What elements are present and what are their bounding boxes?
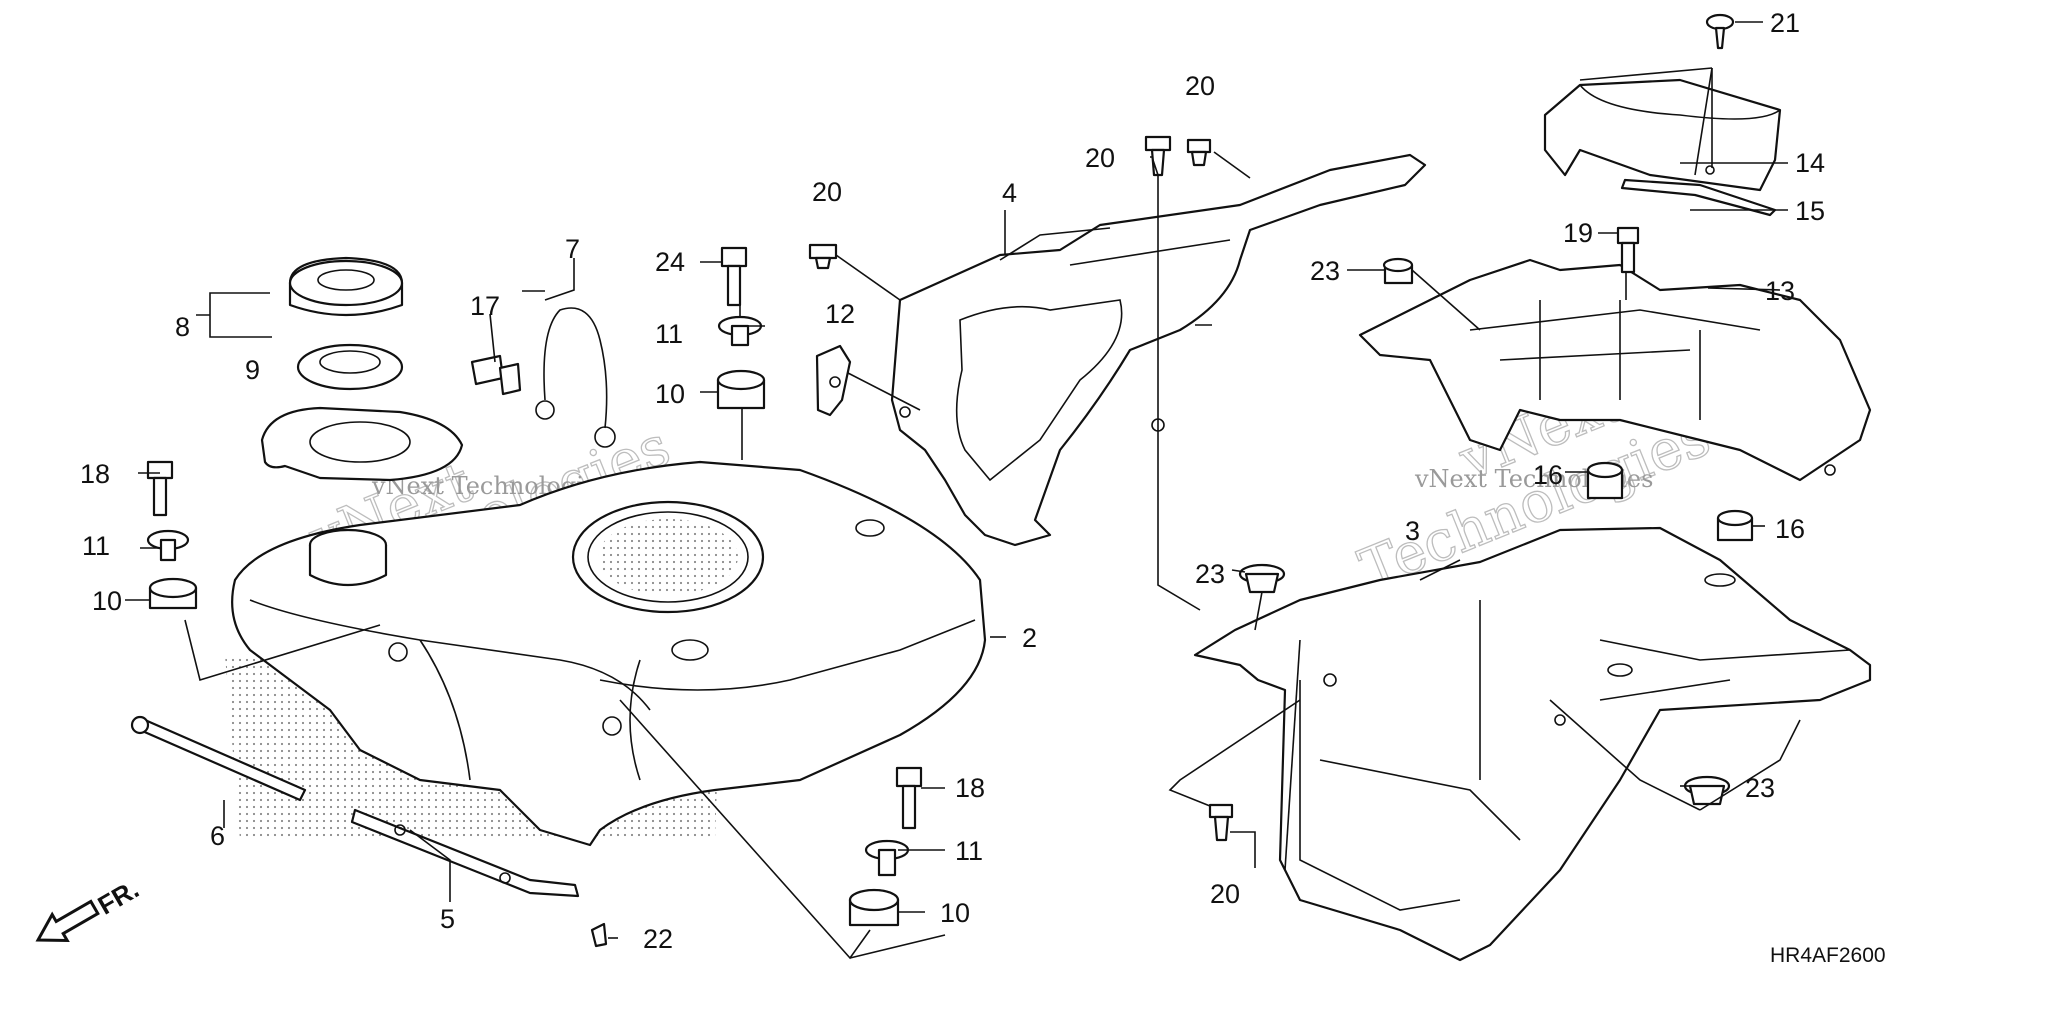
callout-14: 14 <box>1795 148 1825 178</box>
callout-6: 6 <box>210 821 225 851</box>
callout-15: 15 <box>1795 196 1825 226</box>
clip-12 <box>815 344 852 417</box>
callout-11-left: 11 <box>82 531 110 561</box>
diagram-code: HR4AF2600 <box>1770 944 1886 967</box>
svg-text:FR.: FR. <box>93 874 144 921</box>
heat-guard <box>890 153 1427 547</box>
callout-23-top: 23 <box>1310 256 1340 286</box>
callout-9: 9 <box>245 355 260 385</box>
front-direction-arrow: FR. <box>35 874 144 943</box>
callout-20-b: 20 <box>1085 143 1115 173</box>
screw-21 <box>1705 13 1735 50</box>
callout-10-bottom: 10 <box>940 898 970 928</box>
callout-20-a: 20 <box>812 177 842 207</box>
callout-18-bottom: 18 <box>955 773 985 803</box>
callout-20-c: 20 <box>1185 71 1215 101</box>
tank-strap <box>350 808 608 948</box>
bolt-19 <box>1616 226 1640 274</box>
ground-wire <box>535 307 616 448</box>
tank-rod <box>130 715 307 802</box>
push-clip-20 <box>808 135 1234 842</box>
fastener-stack-left <box>146 460 198 610</box>
grommet-23 <box>1238 257 1731 806</box>
callout-22: 22 <box>643 924 673 954</box>
fuel-tank <box>225 460 987 847</box>
callout-11-top: 11 <box>655 319 683 349</box>
callout-18-left: 18 <box>80 459 110 489</box>
callout-24: 24 <box>655 247 685 277</box>
undercover <box>1193 526 1872 962</box>
callout-4: 4 <box>1002 178 1017 208</box>
callout-19: 19 <box>1563 218 1593 248</box>
cap-gasket <box>296 343 404 391</box>
callout-8: 8 <box>175 312 190 342</box>
callout-2: 2 <box>1022 623 1037 653</box>
callout-10-left: 10 <box>92 586 122 616</box>
filler-holder <box>260 406 464 482</box>
callout-16-right: 16 <box>1775 514 1805 544</box>
battery-box <box>1358 258 1872 482</box>
callout-12: 12 <box>825 299 855 329</box>
fastener-stack-top <box>716 246 766 410</box>
callout-5: 5 <box>440 904 455 934</box>
callout-10-top: 10 <box>655 379 685 409</box>
filler-cap <box>288 256 404 317</box>
leader-lines <box>125 21 1801 960</box>
fastener-stack-bottom <box>848 766 923 927</box>
callout-21: 21 <box>1770 8 1800 38</box>
callout-11-bottom: 11 <box>955 836 983 866</box>
callout-20-d: 20 <box>1210 879 1240 909</box>
grommet-16 <box>1586 461 1754 542</box>
callout-3: 3 <box>1405 516 1420 546</box>
callout-17: 17 <box>470 291 500 321</box>
callout-labels: 2 3 4 5 6 7 8 9 10 10 10 11 11 11 12 13 … <box>80 8 1825 954</box>
seal <box>1620 178 1777 217</box>
bolt-17 <box>470 354 522 396</box>
cover <box>1543 78 1782 192</box>
callout-13: 13 <box>1765 276 1795 306</box>
callout-23-right: 23 <box>1745 773 1775 803</box>
callout-16-left: 16 <box>1533 460 1563 490</box>
callout-7: 7 <box>565 234 580 264</box>
callout-23-mid: 23 <box>1195 559 1225 589</box>
